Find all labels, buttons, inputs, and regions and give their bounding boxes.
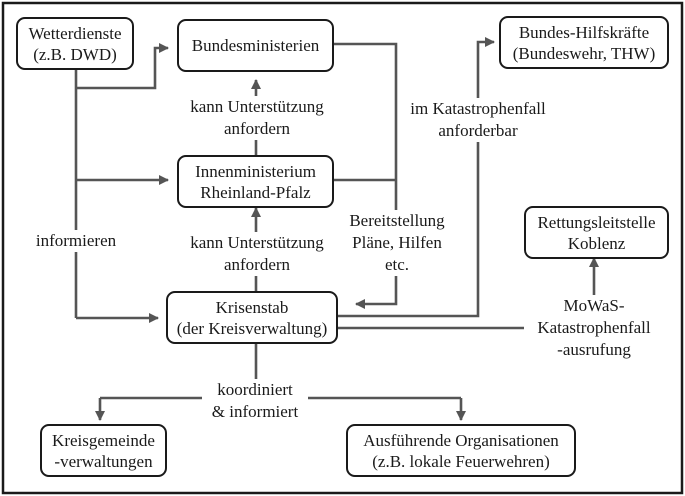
node-bundesministerien: Bundesministerien — [177, 19, 334, 72]
node-bundes-hilfskraefte: Bundes-Hilfskräfte(Bundeswehr, THW) — [499, 16, 669, 69]
label-mowas: MoWaS-Katastrophenfall-ausrufung — [524, 295, 664, 361]
node-ausfuehrende: Ausführende Organisationen(z.B. lokale F… — [346, 424, 576, 477]
node-wetterdienste: Wetterdienste(z.B. DWD) — [16, 17, 134, 70]
node-krisenstab: Krisenstab(der Kreisverwaltung) — [166, 291, 338, 344]
label-koordiniert: koordiniert& informiert — [202, 379, 308, 423]
arrow-krisenstab-bundeshilfskraefte — [338, 37, 495, 318]
arrow-wetterdienste-bundesministerien — [76, 43, 169, 90]
label-informieren: informieren — [30, 230, 122, 252]
node-kreisgemeinde: Kreisgemeinde-verwaltungen — [40, 424, 167, 477]
arrow-bundesministerien-krisenstab — [334, 42, 398, 309]
